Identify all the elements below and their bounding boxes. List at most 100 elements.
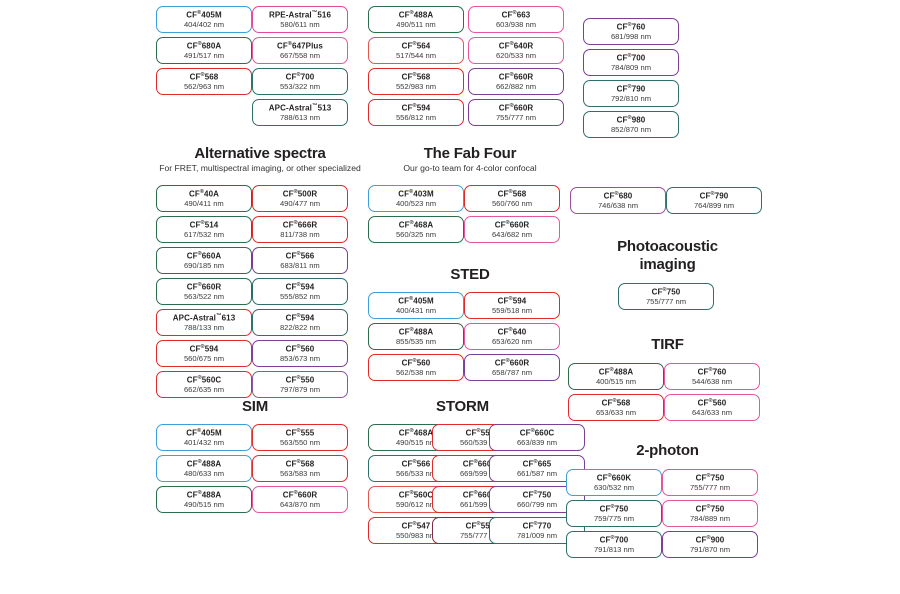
dye-wavelength: 658/787 nm (491, 367, 533, 377)
trademark-symbol: ® (409, 188, 414, 195)
dye-name: CF®666R (282, 219, 318, 230)
dye-name: CF®564 (401, 40, 431, 51)
trademark-symbol: ® (508, 188, 513, 195)
dye-wavelength: 559/518 nm (491, 305, 533, 315)
dye-name: CF®980 (616, 114, 646, 125)
dye-name: CF®594 (497, 295, 527, 306)
dye-name: CF®680 (603, 190, 633, 201)
dye-name: CF®594 (285, 281, 315, 292)
trademark-symbol: ® (509, 71, 514, 78)
trademark-symbol: ® (512, 9, 517, 16)
dye-wavelength: 617/532 nm (183, 229, 225, 239)
trademark-symbol: ® (533, 458, 538, 465)
trademark-symbol: ® (627, 83, 632, 90)
trademark-symbol: ® (476, 520, 481, 527)
trademark-symbol: ® (296, 374, 301, 381)
dye-wavelength: 764/899 nm (693, 200, 735, 210)
dye-wavelength: 643/870 nm (279, 499, 321, 509)
trademark-symbol: ™ (215, 312, 222, 319)
trademark-symbol: ® (412, 357, 417, 364)
dye-wavelength: 788/613 nm (279, 112, 321, 122)
dye-name: CF®568 (189, 71, 219, 82)
dye-name: CF®405M (186, 9, 222, 20)
heading-two-photon: 2-photon (636, 442, 699, 459)
heading-fab-four: The Fab Four (423, 145, 517, 162)
trademark-symbol: ® (412, 71, 417, 78)
trademark-symbol: ® (296, 71, 301, 78)
dye-name: CF®468A (398, 219, 434, 230)
dye-wavelength: 400/431 nm (395, 305, 437, 315)
dye-name: CF®568 (401, 71, 431, 82)
dye-wavelength: 566/533 nm (395, 468, 437, 478)
dye-wavelength: 669/599 nm (459, 468, 501, 478)
dye-name: CF®550 (285, 374, 315, 385)
trademark-symbol: ® (197, 458, 202, 465)
dye-name: CF®560 (697, 397, 727, 408)
